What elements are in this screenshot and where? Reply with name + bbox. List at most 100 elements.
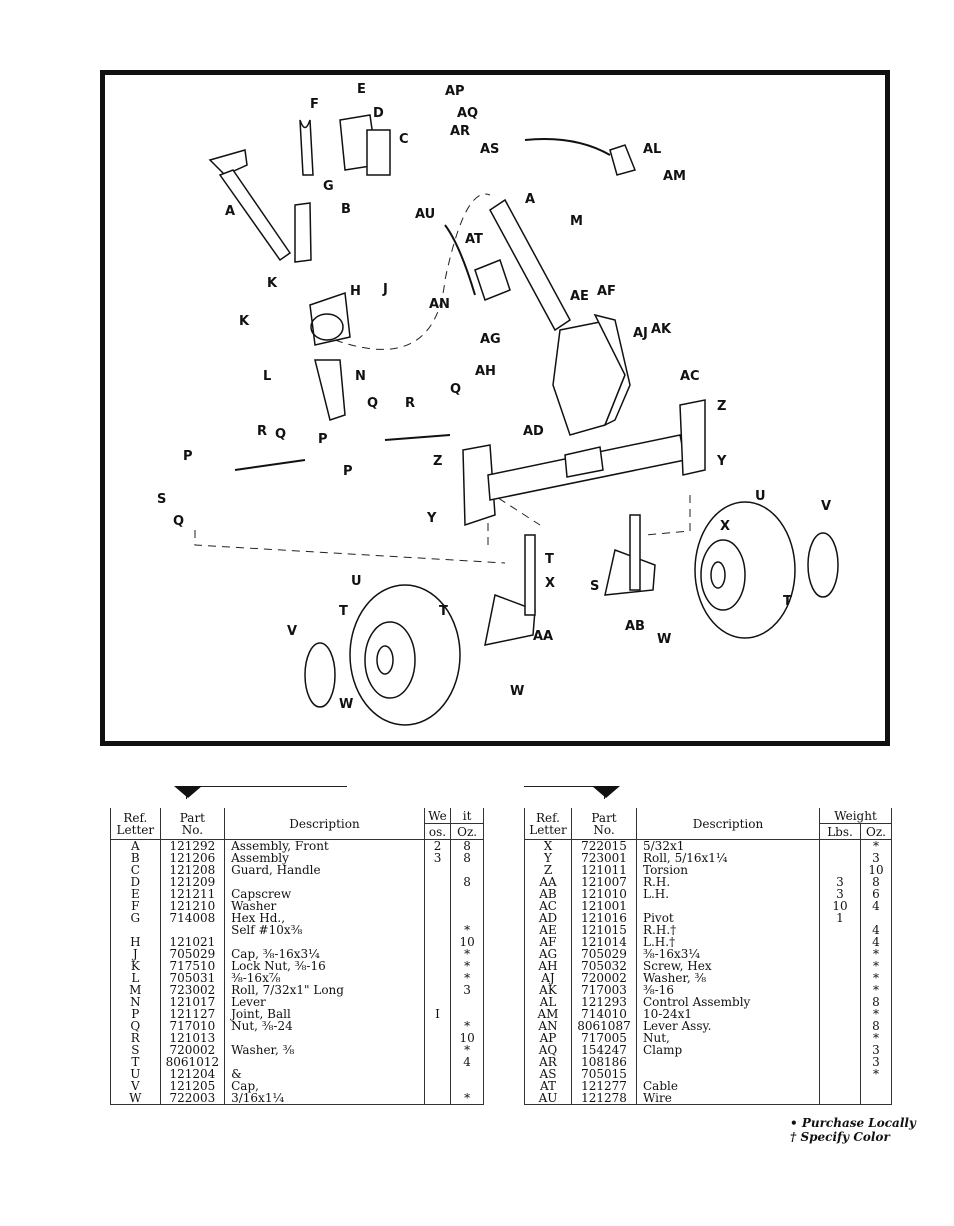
- part-no-cell: 121278: [571, 1092, 637, 1105]
- oz-cell: 4: [860, 900, 892, 912]
- footnote-specify-color: † Specify Color: [790, 1130, 890, 1144]
- part-no-cell: 717003: [571, 984, 637, 996]
- part-no-cell: 121021: [159, 936, 226, 948]
- part-no-cell: 717510: [159, 960, 226, 972]
- ref-letter-cell: AN: [524, 1020, 572, 1032]
- callout-q: Q: [450, 382, 461, 397]
- oz-cell: *: [450, 972, 484, 984]
- callout-t: T: [545, 552, 554, 567]
- callout-aq: AQ: [457, 106, 478, 121]
- ref-letter-cell: AT: [524, 1080, 572, 1092]
- callout-s: S: [157, 492, 166, 507]
- description-cell: Assembly: [224, 852, 425, 864]
- part-no-cell: 121015: [571, 924, 637, 936]
- lbs-header: os.: [423, 823, 452, 840]
- oz-cell: 10: [450, 936, 484, 948]
- callout-p: P: [183, 449, 193, 464]
- callout-e: E: [357, 82, 366, 97]
- part-no-cell: 121007: [571, 876, 637, 888]
- ref-letter-cell: AH: [524, 960, 572, 972]
- description-cell: R.H.: [636, 876, 820, 888]
- lbs-cell: [819, 839, 861, 852]
- part-no-cell: 714008: [159, 912, 226, 924]
- lbs-cell: [423, 1020, 452, 1032]
- oz-cell: 10: [450, 1032, 484, 1044]
- oz-cell: [450, 1080, 484, 1092]
- right-wheel: [694, 501, 796, 639]
- weight-header-partial: it: [450, 808, 484, 824]
- lbs-cell: [423, 864, 452, 876]
- oz-cell: *: [450, 1020, 484, 1032]
- ref-letter-cell: AJ: [524, 972, 572, 984]
- oz-cell: 4: [860, 924, 892, 936]
- oz-cell: 8: [450, 876, 484, 888]
- callout-k: K: [267, 276, 278, 291]
- lbs-cell: [423, 984, 452, 996]
- description-cell: Capscrew: [224, 888, 425, 900]
- part-no-header: Part No.: [159, 808, 226, 840]
- description-cell: Cable: [636, 1080, 820, 1092]
- callout-ag: AG: [480, 332, 501, 347]
- front-axle: [462, 399, 706, 527]
- handle-guard: [339, 114, 391, 176]
- callout-al: AL: [643, 142, 661, 157]
- lbs-cell: I: [423, 1008, 452, 1020]
- callout-g: G: [323, 179, 334, 194]
- oz-cell: [450, 1068, 484, 1080]
- lbs-cell: [819, 972, 861, 984]
- lbs-cell: [423, 960, 452, 972]
- callout-z: Z: [433, 454, 442, 469]
- lbs-cell: [819, 996, 861, 1008]
- weight-header: We: [423, 808, 452, 824]
- description-cell: L.H.: [636, 888, 820, 900]
- description-cell: Roll, 7/32x1" Long: [224, 984, 425, 996]
- callout-t: T: [339, 604, 348, 619]
- oz-header: Oz.: [860, 823, 892, 840]
- oz-cell: *: [860, 984, 892, 996]
- callout-u: U: [755, 489, 766, 504]
- description-cell: Joint, Ball: [224, 1008, 425, 1020]
- oz-cell: *: [860, 960, 892, 972]
- part-no-cell: 705029: [159, 948, 226, 960]
- part-no-cell: 720002: [571, 972, 637, 984]
- oz-cell: 4: [450, 1056, 484, 1068]
- description-cell: Clamp: [636, 1044, 820, 1056]
- oz-cell: *: [860, 839, 892, 852]
- ref-letter-cell: AE: [524, 924, 572, 936]
- lbs-cell: [423, 1068, 452, 1080]
- callout-a: A: [225, 204, 235, 219]
- callout-ap: AP: [445, 84, 465, 99]
- callout-w: W: [339, 697, 353, 712]
- description-cell: [636, 1056, 820, 1068]
- ref-letter-cell: M: [110, 984, 161, 996]
- part-no-cell: 121013: [159, 1032, 226, 1044]
- description-header: Description: [224, 808, 425, 840]
- right-table-arrow: [592, 786, 620, 798]
- part-no-cell: 121014: [571, 936, 637, 948]
- oz-cell: *: [860, 1008, 892, 1020]
- callout-v: V: [821, 499, 831, 514]
- lbs-cell: 2: [423, 839, 452, 852]
- description-cell: Control Assembly: [636, 996, 820, 1008]
- callout-r: R: [257, 424, 267, 439]
- oz-cell: *: [450, 1092, 484, 1105]
- part-no-cell: 121204: [159, 1068, 226, 1080]
- part-no-cell: 121292: [159, 839, 226, 852]
- callout-aa: AA: [533, 629, 553, 644]
- callout-w: W: [510, 684, 524, 699]
- part-no-cell: 121206: [159, 852, 226, 864]
